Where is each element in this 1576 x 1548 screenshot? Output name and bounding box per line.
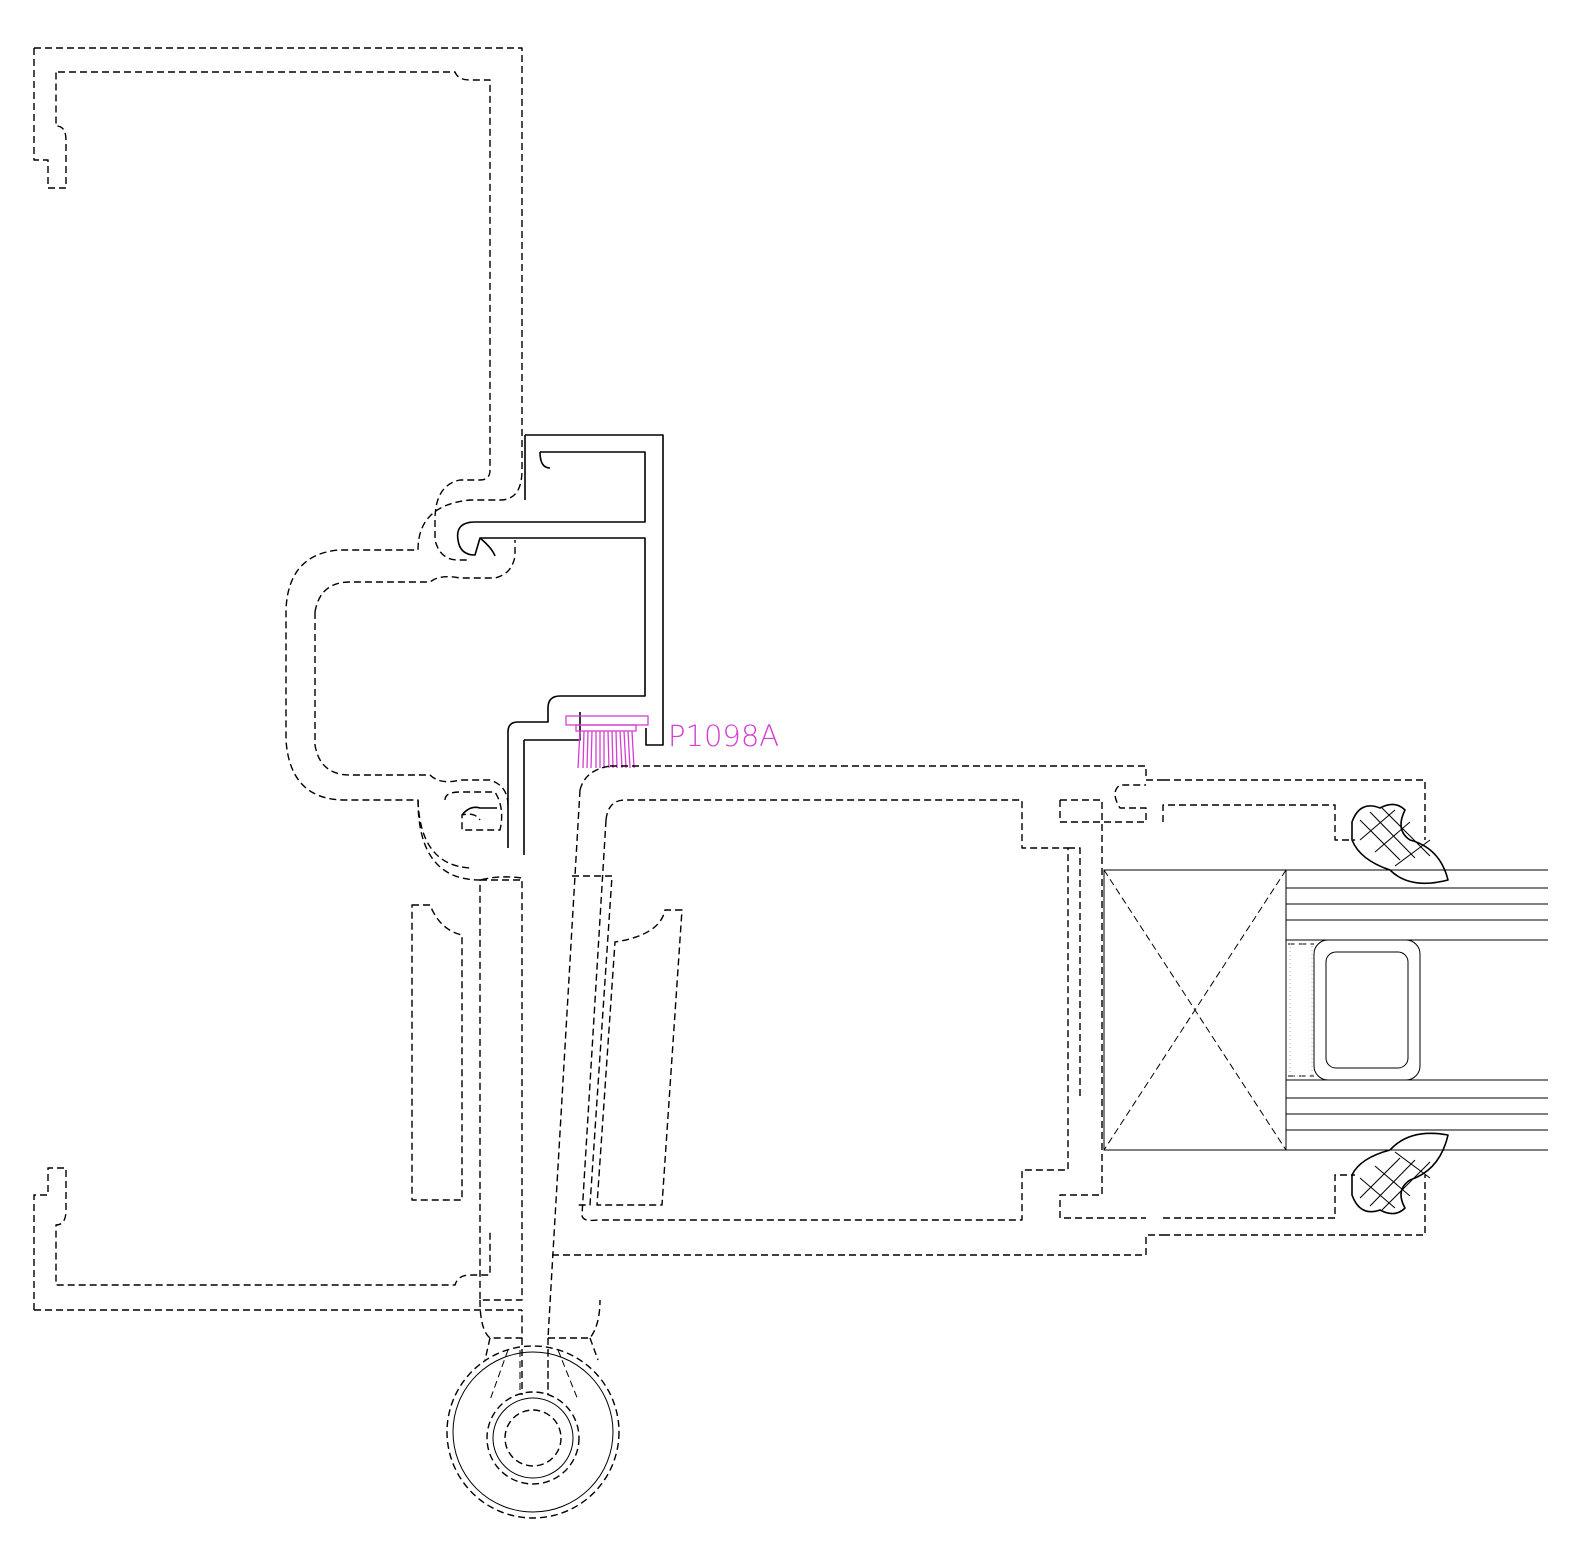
setting-block: [1103, 869, 1287, 1151]
left-frame-profile: [33, 47, 523, 1311]
brush-seal: [565, 715, 649, 769]
glazing-gasket-bottom: [1351, 1132, 1449, 1215]
sash-profile: [547, 765, 1426, 1339]
thermal-inserts: [411, 875, 683, 1206]
glazing-gasket-top: [1351, 803, 1449, 885]
glass-unit: [1286, 869, 1548, 1151]
part-callout-label: P1098A: [668, 719, 779, 753]
hinge-knuckle: [446, 1299, 620, 1519]
